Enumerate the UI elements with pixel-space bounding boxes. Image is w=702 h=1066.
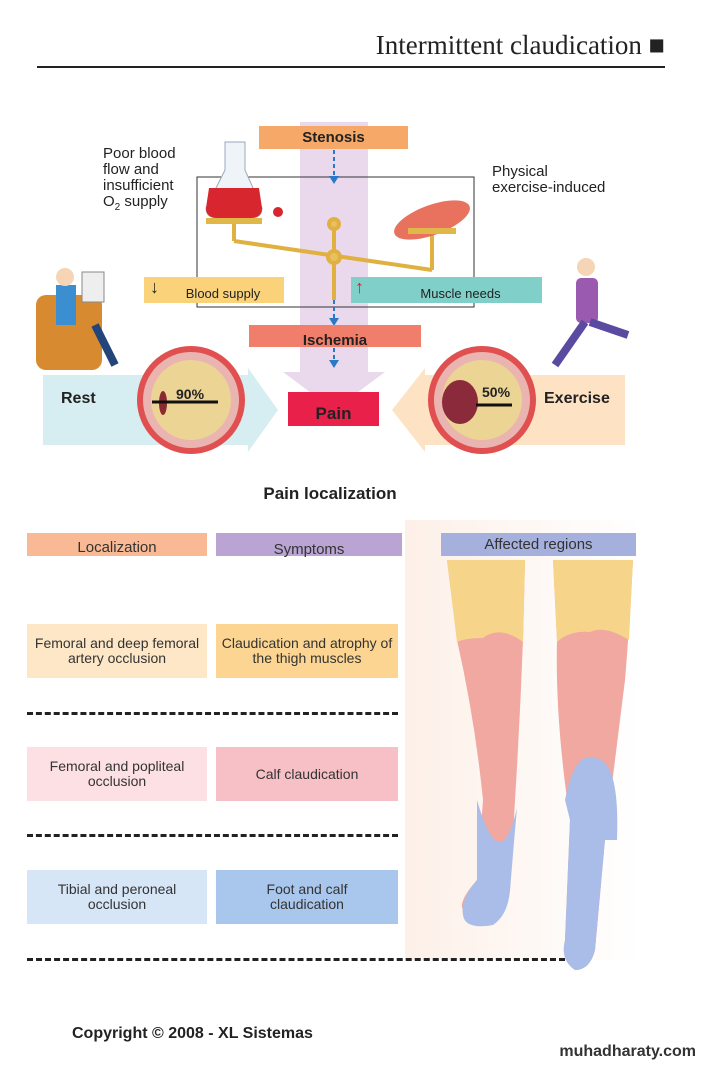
stenosis-label: Stenosis xyxy=(259,126,408,149)
pain-label: Pain xyxy=(288,392,379,426)
divider xyxy=(27,712,398,715)
page-title: Intermittent claudication ■ xyxy=(375,30,665,60)
blood-supply-label: Blood supply xyxy=(185,285,261,301)
muscle-needs-bar: ↑ Muscle needs xyxy=(351,277,542,303)
title-rule xyxy=(37,66,665,68)
divider xyxy=(27,958,565,961)
header-affected-regions: Affected regions xyxy=(441,533,636,556)
dashed-arrows xyxy=(329,150,339,368)
legs-illustration xyxy=(405,520,640,970)
running-person-icon xyxy=(551,258,630,368)
physical-note: Physical exercise-induced xyxy=(492,164,605,196)
header-symptoms: Symptoms xyxy=(216,533,402,557)
exercise-artery-icon xyxy=(428,346,536,454)
watermark: muhadharaty.com xyxy=(559,1043,696,1060)
up-arrow-icon: ↑ xyxy=(355,277,364,297)
down-arrow-icon: ↓ xyxy=(150,277,159,297)
blood-supply-bar: ↓ Blood supply xyxy=(144,277,284,303)
resting-person-icon xyxy=(36,268,119,370)
muscle-icon xyxy=(394,200,470,240)
rest-artery-icon xyxy=(137,346,245,454)
poor-blood-note: Poor blood flow and insufficient O2 supp… xyxy=(103,146,176,216)
rest-label: Rest xyxy=(61,390,96,407)
note-line: flow and xyxy=(103,161,159,178)
exercise-label: Exercise xyxy=(544,390,610,407)
copyright: Copyright © 2008 - XL Sistemas xyxy=(72,1025,313,1042)
row-3-localization: Tibial and peroneal occlusion xyxy=(27,870,207,924)
muscle-needs-label: Muscle needs xyxy=(420,285,501,301)
note-line: O2 supply xyxy=(103,193,168,214)
divider xyxy=(27,834,398,837)
row-3-symptoms: Foot and calf claudication xyxy=(216,870,398,924)
right-leg xyxy=(553,560,633,970)
row-2-symptoms: Calf claudication xyxy=(216,747,398,801)
row-1-symptoms: Claudication and atrophy of the thigh mu… xyxy=(216,624,398,678)
exercise-stenosis-percent: 50% xyxy=(482,384,511,400)
row-1-localization: Femoral and deep femoral artery occlusio… xyxy=(27,624,207,678)
balance-scale-icon xyxy=(232,217,434,300)
pain-localization-title: Pain localization xyxy=(263,484,397,503)
note-line: insufficient xyxy=(103,177,174,194)
row-2-localization: Femoral and popliteal occlusion xyxy=(27,747,207,801)
ischemia-label: Ischemia xyxy=(249,325,421,349)
note-line: Physical xyxy=(492,163,548,180)
rest-stenosis-percent: 90% xyxy=(176,386,205,402)
left-leg xyxy=(447,560,525,927)
note-line: Poor blood xyxy=(103,145,176,162)
header-localization: Localization xyxy=(27,533,207,556)
note-line: exercise-induced xyxy=(492,179,606,196)
o2-flask-icon xyxy=(205,141,283,224)
